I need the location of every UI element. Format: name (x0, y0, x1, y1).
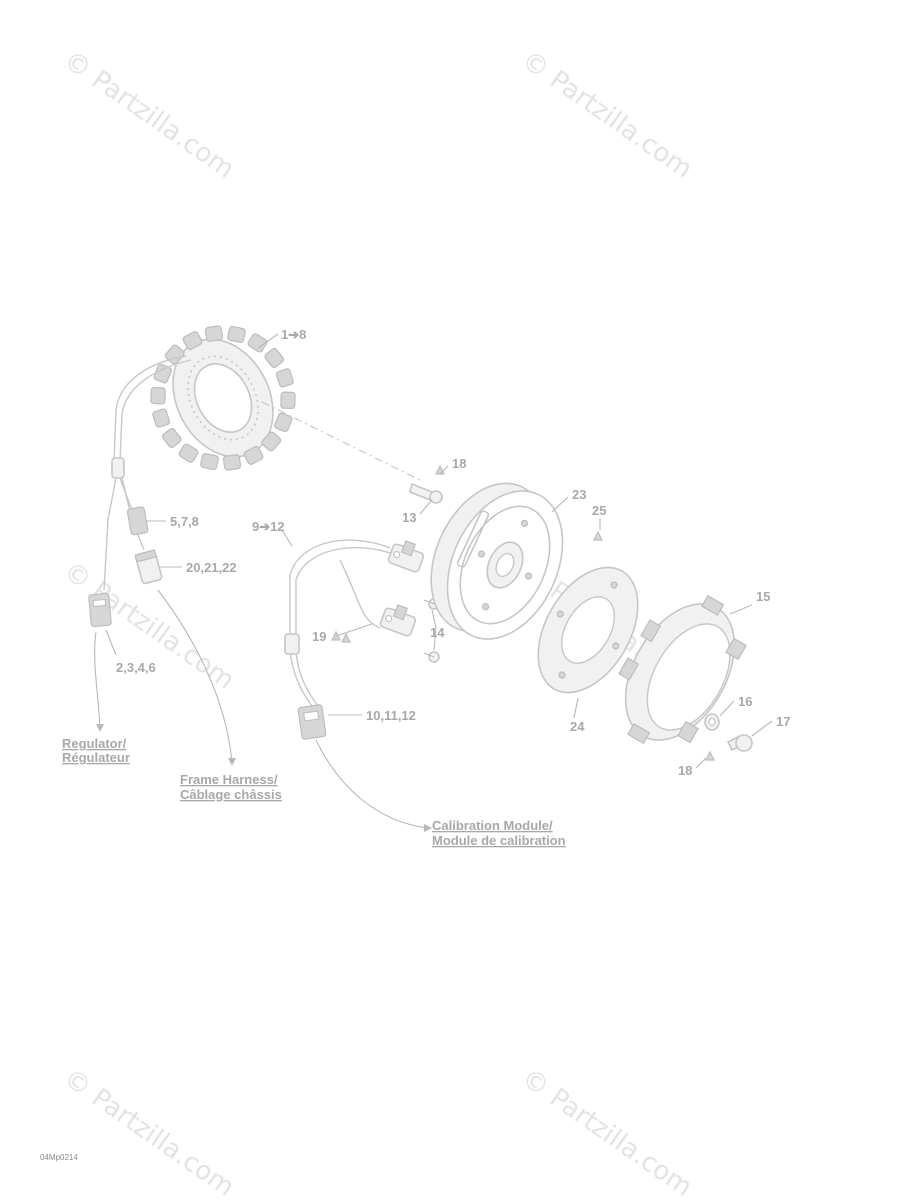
stator-wiring (88, 355, 192, 628)
flywheel (430, 482, 564, 640)
watermark: © Partzilla.com (58, 45, 240, 185)
callout-19: 19 (312, 629, 326, 644)
washer-18-bottom (705, 750, 715, 761)
callout-14: 14 (430, 625, 445, 640)
regulator-label-en: Regulator/ (62, 736, 127, 751)
callout-9-12: 9➔12 (252, 519, 285, 534)
watermark: © Partzilla.com (516, 45, 698, 185)
starter-cup (618, 594, 747, 745)
assembly-axis (261, 401, 421, 481)
washer-18-top (435, 464, 445, 475)
frame-harness-label-en: Frame Harness/ (180, 772, 278, 787)
diagram-code: 04Mp0214 (40, 1153, 78, 1162)
callout-25: 25 (592, 503, 606, 518)
callout-17: 17 (776, 714, 790, 729)
callout-18-top: 18 (452, 456, 466, 471)
callout-18-bottom: 18 (678, 763, 692, 778)
callout-13: 13 (402, 510, 416, 525)
washer-25 (593, 530, 603, 541)
callout-1-8: 1➔8 (281, 327, 306, 342)
callout-20-21-22: 20,21,22 (186, 560, 237, 575)
callout-10-11-12: 10,11,12 (366, 708, 416, 723)
destination-labels: Regulator/ Régulateur Frame Harness/ Câb… (62, 736, 566, 848)
calibration-module-label-en: Calibration Module/ (432, 818, 553, 833)
callouts: 1➔8 18 23 13 25 9➔12 5,7,8 20,21,22 15 1… (116, 327, 790, 778)
trigger-coil-harness (284, 539, 440, 740)
callout-15: 15 (756, 589, 770, 604)
ring-gear-plate (537, 566, 639, 694)
screw-13 (409, 482, 443, 504)
leader-lines (94, 333, 773, 832)
regulator-label-fr: Régulateur (62, 750, 130, 765)
callout-16: 16 (738, 694, 752, 709)
frame-harness-label-fr: Câblage châssis (180, 787, 282, 802)
washer-16 (704, 713, 720, 731)
callout-23: 23 (572, 487, 586, 502)
stator (150, 325, 296, 471)
callout-2-3-4-6: 2,3,4,6 (116, 660, 156, 675)
calibration-module-label-fr: Module de calibration (432, 833, 566, 848)
callout-24: 24 (570, 719, 585, 734)
callout-5-7-8: 5,7,8 (170, 514, 199, 529)
watermark: © Partzilla.com (58, 1063, 240, 1200)
bolt-17 (726, 734, 753, 752)
watermark: © Partzilla.com (516, 1063, 698, 1200)
